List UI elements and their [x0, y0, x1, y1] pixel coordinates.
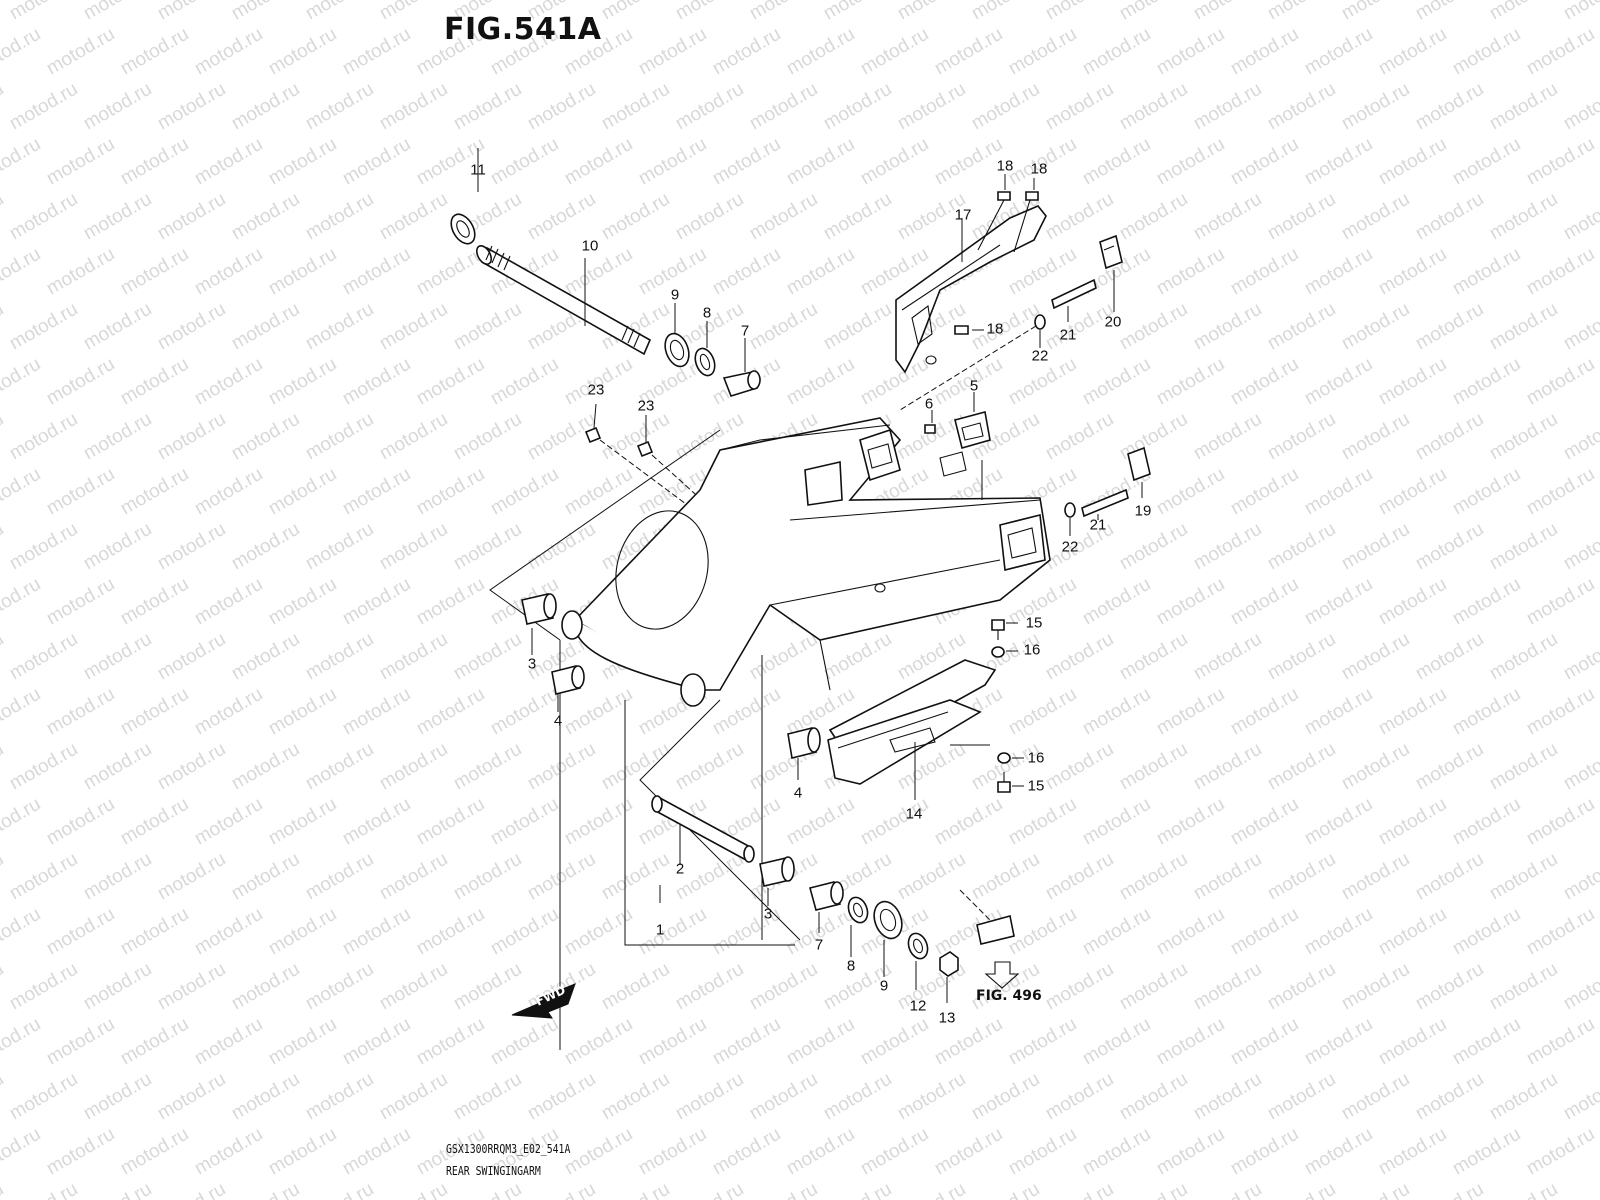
callout-part-22-upper[interactable]: 22 [1031, 347, 1049, 365]
callout-part-10[interactable]: 10 [581, 237, 599, 255]
chain-guard-part-17 [895, 174, 1047, 374]
figure-reference-link[interactable]: FIG. 496 [976, 988, 1042, 1004]
callout-part-5[interactable]: 5 [969, 377, 979, 395]
forward-arrow-icon: FWD [511, 983, 576, 1019]
callout-part-18-middle[interactable]: 18 [986, 320, 1004, 338]
diagram-name: REAR SWINGINGARM [446, 1164, 541, 1178]
callout-part-9-upper[interactable]: 9 [670, 286, 680, 304]
callout-part-3-right[interactable]: 3 [763, 905, 773, 923]
lower-parts-3-7-8-9-12-13 [759, 856, 1020, 1003]
callout-part-16-lower[interactable]: 16 [1027, 749, 1045, 767]
diagram-code: GSX1300RRQM3_E02_541A [446, 1142, 571, 1156]
callout-part-6[interactable]: 6 [924, 395, 934, 413]
upper-washers-parts-9-8-7 [664, 303, 761, 397]
callout-part-14[interactable]: 14 [905, 805, 923, 823]
callout-part-12[interactable]: 12 [909, 997, 927, 1015]
callout-part-21-upper[interactable]: 21 [1059, 326, 1077, 344]
pivot-shaft-part-10 [475, 245, 652, 356]
callout-part-23-right[interactable]: 23 [637, 397, 655, 415]
chain-case-part-14 [827, 659, 997, 800]
callout-part-2[interactable]: 2 [675, 860, 685, 878]
callout-part-4-left[interactable]: 4 [553, 712, 563, 730]
callout-part-8-upper[interactable]: 8 [702, 304, 712, 322]
callout-part-9-lower[interactable]: 9 [879, 977, 889, 995]
callout-part-17[interactable]: 17 [954, 206, 972, 224]
callout-part-7-lower[interactable]: 7 [814, 936, 824, 954]
callout-part-1[interactable]: 1 [655, 921, 665, 939]
callout-part-3-left[interactable]: 3 [527, 655, 537, 673]
callout-part-20[interactable]: 20 [1104, 313, 1122, 331]
pivot-bearings-parts-3-4 [521, 593, 821, 780]
callout-part-7-upper[interactable]: 7 [740, 322, 750, 340]
figure-title: FIG.541A [444, 12, 602, 47]
spacer-tube-part-2 [651, 795, 755, 865]
callout-part-19[interactable]: 19 [1134, 502, 1152, 520]
callout-part-4-right[interactable]: 4 [793, 784, 803, 802]
pivot-cap-part-11 [450, 148, 479, 245]
callout-part-15-lower[interactable]: 15 [1027, 777, 1045, 795]
callout-part-8-lower[interactable]: 8 [846, 957, 856, 975]
callout-part-22-lower[interactable]: 22 [1061, 538, 1079, 556]
callout-part-18-left[interactable]: 18 [996, 157, 1014, 175]
callout-part-11[interactable]: 11 [470, 161, 486, 179]
bracket-parts-5-6 [924, 392, 991, 500]
callout-part-23-left[interactable]: 23 [587, 381, 605, 399]
callout-part-21-lower[interactable]: 21 [1089, 516, 1107, 534]
callout-part-13[interactable]: 13 [938, 1009, 956, 1027]
swingarm-body-part-1 [489, 417, 1051, 1050]
chain-adjusters-parts-19-22 [899, 234, 1151, 536]
bolts-nuts-parts-15-16 [991, 619, 1024, 793]
callout-part-18-right[interactable]: 18 [1030, 160, 1048, 178]
callout-part-16-upper[interactable]: 16 [1023, 641, 1041, 659]
callout-part-15-upper[interactable]: 15 [1025, 614, 1043, 632]
